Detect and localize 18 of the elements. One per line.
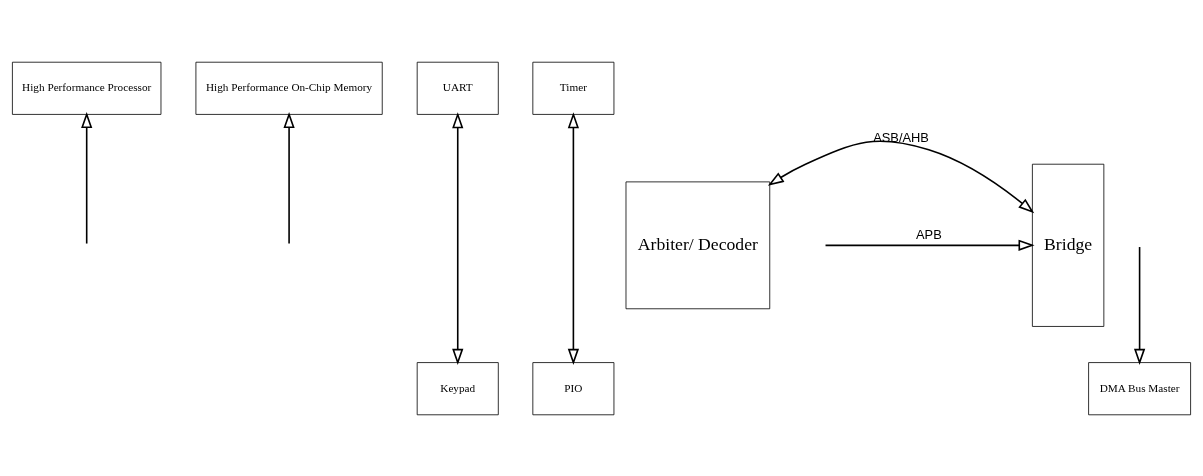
- node-box: Timer: [532, 61, 615, 115]
- arrow: [767, 139, 1035, 213]
- edge-label: APB: [916, 226, 942, 242]
- node-box: UART: [416, 61, 499, 115]
- arrow: [567, 111, 580, 365]
- node-box: Bridge: [1032, 163, 1105, 327]
- node-box: PIO: [532, 361, 615, 415]
- node-box: Arbiter/ Decoder: [625, 181, 771, 309]
- node-box: High Performance Processor: [12, 61, 162, 115]
- node-box: DMA Bus Master: [1088, 361, 1191, 415]
- arrow: [824, 239, 1035, 251]
- node-box: High Performance On-Chip Memory: [195, 61, 383, 115]
- arrow: [1133, 245, 1146, 365]
- arrow: [452, 111, 464, 365]
- node-box: Keypad: [416, 361, 499, 415]
- arrow: [81, 111, 93, 244]
- edge-label: ASB/AHB: [873, 129, 929, 145]
- arrow: [283, 111, 295, 244]
